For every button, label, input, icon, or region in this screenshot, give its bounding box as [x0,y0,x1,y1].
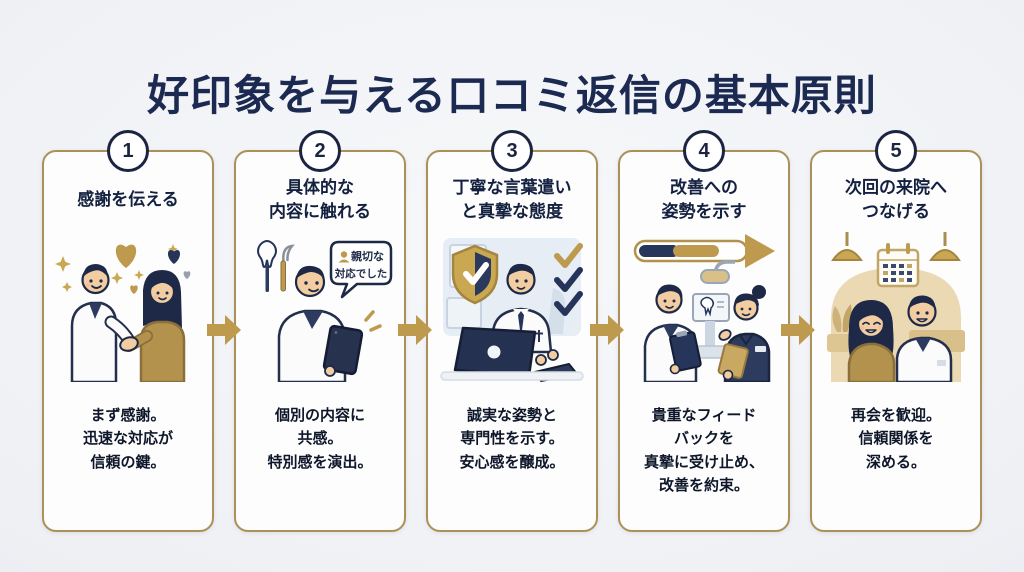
svg-text:親切な: 親切な [351,249,384,263]
hand [722,369,734,381]
tablet-icon [322,324,364,376]
clipboard-icon [669,330,702,372]
speech-bubble: 親切な 対応でした [329,240,393,299]
hand [535,354,547,366]
step-number-badge: 3 [491,130,533,172]
page-title: 好印象を与える口コミ返信の基本原則 [147,72,877,120]
step-title: 具体的な 内容に触れる [269,178,371,221]
steps-board: 1 感謝を伝える [42,130,982,532]
step-description: まず感謝。 迅速な対応が 信頼の鍵。 [82,407,173,471]
step-card-5: 5 次回の来院へ つなげる [810,130,982,532]
illustration-welcoming-return-visit [827,232,965,382]
doctor-figure [895,295,953,382]
step-number-badge: 1 [107,130,149,172]
step-number-badge: 4 [683,130,725,172]
hand [669,363,681,375]
dental-equipment [690,260,735,359]
step-title: 改善への 姿勢を示す [661,178,747,221]
patient-figure [119,270,186,382]
sparkle-icon [55,244,178,292]
step-title: 感謝を伝える [77,190,179,210]
step-arrow [207,315,241,345]
step-title: 丁寧な言葉遣い と真摯な態度 [452,178,572,221]
step-description: 貴重なフィード バックを 真摯に受け止め、 改善を約束。 [643,407,764,494]
illustration-doctor-at-laptop [440,238,584,382]
illustration-doctor-nurse-discussion [633,234,775,382]
step-card-3: 3 丁寧な言葉遣い と真摯な態度 [426,130,598,532]
desk [440,371,584,381]
step-arrow [398,315,432,345]
step-description: 誠実な姿勢と 専門性を示す。 安心感を醸成。 [459,407,565,471]
step-card-1: 1 感謝を伝える [42,130,214,532]
step-description: 個別の内容に 共感。 特別感を演出。 [267,407,373,471]
step-arrow [590,315,624,345]
svg-text:対応でした: 対応でした [334,267,388,280]
patient-figure [847,300,896,382]
step-description: 再会を歓迎。 信頼関係を 深める。 [850,407,941,471]
checkmark-icon [554,243,583,316]
lamp-icon [831,232,961,261]
shield-check-icon [451,244,499,305]
illustration-doctor-with-tablet: 親切な 対応でした [257,240,393,382]
heart-icon [115,244,191,294]
step-arrow [781,315,815,345]
hand [547,349,559,361]
tooth-icon [257,240,277,292]
step-card-4: 4 改善への 姿勢を示す [618,130,790,532]
step-title: 次回の来院へ つなげる [845,178,947,221]
calendar-icon [876,243,920,288]
progress-arrow [633,234,775,268]
step-card-2: 2 具体的な 内容に触れる [234,130,406,532]
step-number-badge: 2 [299,130,341,172]
hand [324,365,336,377]
person-icon [338,251,350,263]
dental-chair [547,288,566,334]
sparkle-icon [364,310,382,332]
doctor-figure [70,264,137,382]
illustration-doctor-patient-handshake [55,244,191,382]
step-number-badge: 5 [875,130,917,172]
dental-tool-icon [280,244,295,292]
